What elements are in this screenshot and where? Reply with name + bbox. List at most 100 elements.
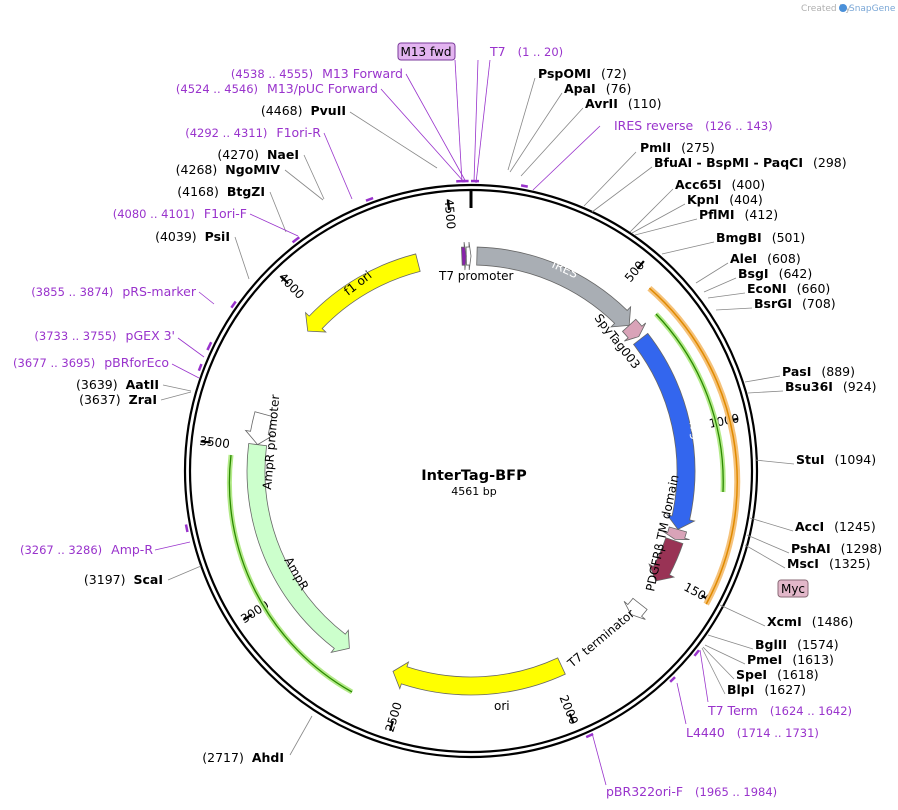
primer-label: (3267 .. 3286)Amp-R	[20, 542, 153, 557]
tick-label: 4500	[442, 198, 459, 230]
features	[244, 241, 696, 696]
tick-label: 2500	[382, 700, 404, 733]
m13-fwd-tag: M13 fwd	[397, 42, 456, 61]
tick-mark	[447, 199, 451, 211]
feature-arrow-t7-terminator	[623, 597, 648, 620]
primer-label: (3855 .. 3874)pRS-marker	[31, 284, 197, 299]
enzyme-label: AvrII(110)	[585, 96, 661, 111]
primer-label: (3677 .. 3695)pBRforEco	[13, 355, 169, 370]
enzyme-label: (2717)AhdI	[202, 750, 284, 765]
enzyme-label: (3639)AatII	[76, 377, 159, 392]
primer-mark	[365, 196, 374, 202]
primer-mark	[585, 732, 594, 739]
tick-mark	[568, 713, 575, 724]
feature-label-ori: ori	[494, 699, 510, 713]
primer-mark	[197, 363, 203, 372]
enzyme-label: Bsu36I(924)	[785, 379, 877, 394]
primer-label: T7 Term(1624 .. 1642)	[707, 703, 852, 718]
primer-mark	[520, 184, 529, 188]
enzyme-label: PasI(889)	[782, 364, 855, 379]
enzyme-label: (4270)NaeI	[217, 147, 299, 162]
enzyme-label: BfuAI - BspMI - PaqCI(298)	[654, 155, 847, 170]
credit-brand: SnapGene	[849, 4, 896, 14]
feature-label-t7-terminator: T7 terminator	[564, 606, 637, 670]
snapgene-logo-icon	[839, 4, 847, 12]
enzyme-label: BglII(1574)	[755, 637, 839, 652]
enzyme-label: ApaI(76)	[564, 81, 631, 96]
enzyme-labels-left: (2717)AhdI (3197)ScaI (3637)ZraI (3639)A…	[76, 103, 346, 765]
enzyme-label: (4039)PsiI	[155, 229, 230, 244]
tick-label: 2000	[556, 693, 580, 727]
feature-arrow-myc	[662, 526, 690, 540]
enzyme-label: (3637)ZraI	[79, 392, 157, 407]
primer-label: T7(1 .. 20)	[489, 44, 563, 59]
feature-arrow-f1-ori	[305, 253, 421, 333]
tick-mark	[200, 440, 211, 444]
enzyme-label: BsrGI(708)	[754, 296, 836, 311]
feature-label-ampr-promoter: AmpR promoter	[260, 394, 282, 490]
primer-marks	[184, 179, 700, 739]
feature-arrow-ampr	[246, 443, 350, 654]
feature-label-t7-promoter: T7 promoter	[438, 269, 514, 283]
primer-mark	[206, 341, 213, 351]
primer-labels: T7(1 .. 20) IRES reverse(126 .. 143) T7 …	[13, 44, 852, 799]
primer-mark	[184, 524, 189, 533]
enzyme-label: EcoNI(660)	[747, 281, 830, 296]
tick-label: 4000	[276, 270, 307, 302]
label-leaders	[154, 59, 795, 786]
enzyme-label: (4268)NgoMIV	[176, 162, 281, 177]
primer-label: (4538 .. 4555)M13 Forward	[231, 66, 403, 81]
enzyme-label: (3197)ScaI	[84, 572, 163, 587]
primer-label: (4524 .. 4546)M13/pUC Forward	[176, 81, 378, 96]
feature-arrow-pdgfrb-tm-domain	[648, 537, 684, 582]
enzyme-label: PmeI(1613)	[747, 652, 834, 667]
primer-label: (4292 .. 4311)F1ori-R	[185, 125, 321, 140]
plasmid-size: 4561 bp	[451, 485, 496, 498]
enzyme-label: SpeI(1618)	[736, 667, 819, 682]
feature-arrow-ampr-promoter	[244, 411, 275, 446]
enzyme-label: AccI(1245)	[795, 519, 876, 534]
primer-label: (3733 .. 3755)pGEX 3'	[34, 328, 175, 343]
enzyme-label: MscI(1325)	[787, 556, 871, 571]
plasmid-name: InterTag-BFP	[421, 468, 527, 484]
feature-arrow-tagbfp	[632, 332, 696, 530]
primer-label: pBR322ori-F(1965 .. 1984)	[606, 784, 777, 799]
enzyme-labels-right: PspOMI(72) ApaI(76) AvrII(110) PmlI(275)…	[538, 66, 882, 697]
svg-text:M13 fwd: M13 fwd	[401, 45, 452, 59]
primer-mark	[669, 676, 676, 683]
tick-mark	[242, 613, 253, 621]
feature-arrow-spytag003	[621, 318, 647, 342]
enzyme-label: BsgI(642)	[738, 266, 812, 281]
enzyme-label: PspOMI(72)	[538, 66, 627, 81]
enzyme-label: KpnI(404)	[687, 192, 763, 207]
svg-text:Myc: Myc	[781, 582, 805, 596]
myc-tag: Myc	[777, 579, 809, 598]
primer-mark	[291, 236, 301, 244]
orf-tracks	[226, 285, 741, 695]
enzyme-label: StuI(1094)	[796, 452, 876, 467]
enzyme-label: PflMI(412)	[699, 207, 778, 222]
enzyme-label: BlpI(1627)	[727, 682, 806, 697]
primer-mark	[693, 649, 700, 657]
primer-label: L4440(1714 .. 1731)	[686, 725, 819, 740]
enzyme-label: AleI(608)	[730, 251, 801, 266]
enzyme-label: PshAI(1298)	[791, 541, 882, 556]
primer-label: IRES reverse(126 .. 143)	[614, 118, 773, 133]
enzyme-label: Acc65I(400)	[675, 177, 765, 192]
enzyme-label: XcmI(1486)	[767, 614, 853, 629]
tick-mark	[280, 275, 289, 285]
tick-mark	[388, 720, 395, 731]
primer-label: (4080 .. 4101)F1ori-F	[113, 206, 247, 221]
feature-arrow-ori	[392, 657, 566, 696]
feature-arrow-purple-t7-promoter	[461, 242, 467, 271]
enzyme-label: (4468)PvuII	[261, 103, 346, 118]
feature-arrow-t7-promoter	[465, 241, 472, 271]
tick-mark	[636, 260, 645, 270]
enzyme-label: PmlI(275)	[640, 140, 715, 155]
enzyme-label: (4168)BtgZI	[177, 184, 265, 199]
primer-mark	[230, 300, 237, 309]
credit-prefix: Created by	[801, 4, 851, 14]
enzyme-label: BmgBI(501)	[716, 230, 805, 245]
tick-label: 3500	[199, 434, 231, 451]
